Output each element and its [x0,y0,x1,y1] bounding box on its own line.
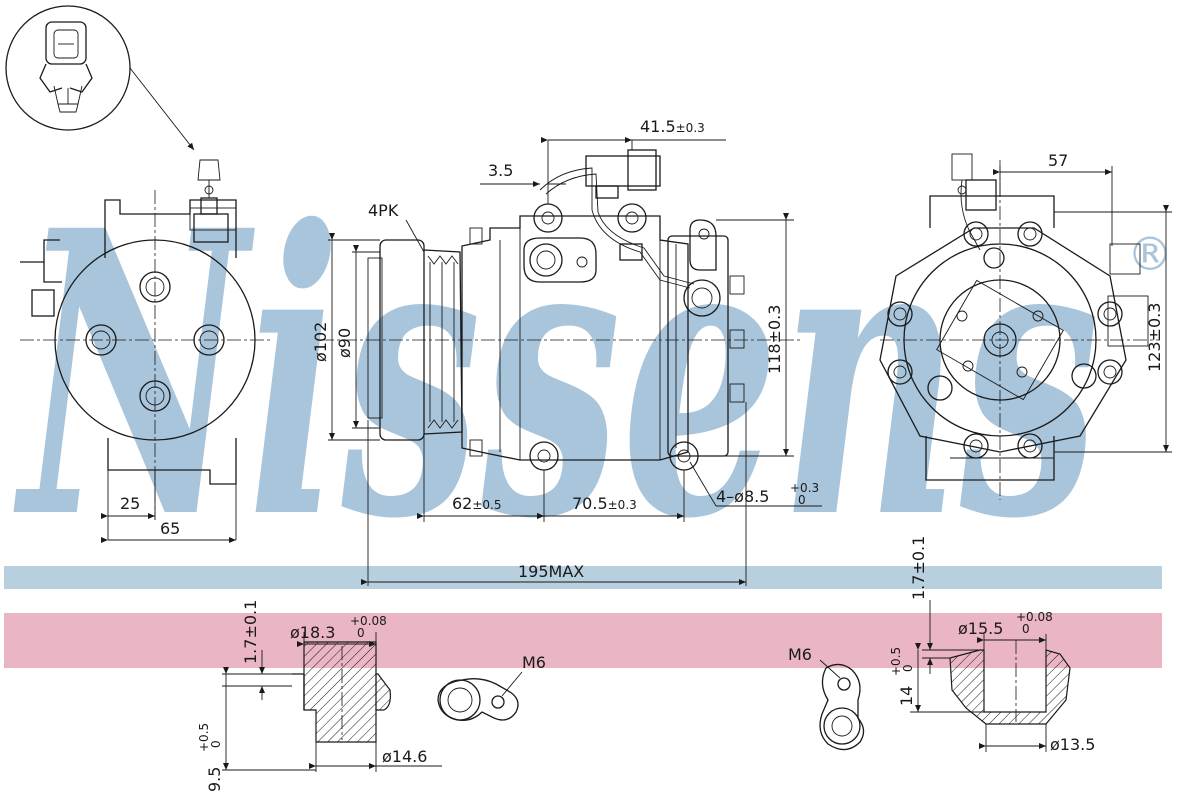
port-right-height: 14 [897,686,916,706]
port-right-dia-tol-upper: +0.08 [1016,610,1053,624]
port-right-thread: M6 [788,645,812,664]
front-view: 25 65 [20,159,270,543]
pulley-label: 4PK [368,201,399,220]
dim-side-height: 118±0.3 [765,305,784,374]
front-bolt [85,271,225,412]
dim-connector-offset: 3.5 [488,161,513,180]
dim-rear-top: 57 [1048,151,1068,170]
port-left-section: 1.7±0.1 ø18.3 +0.08 0 9.5 +0.5 0 ø14.6 [197,600,442,792]
dim-holes: 4–ø8.5 [716,487,769,506]
port-left-height: 9.5 [205,767,224,792]
connector-detail [5,5,195,151]
dim-pulley-dia: ø90 [335,328,354,358]
dim-outer-dia: ø102 [311,322,330,362]
blue-band [4,566,1162,589]
port-left-height-tol-lower: 0 [209,740,223,748]
port-right-depth: 1.7±0.1 [909,536,928,600]
port-left-height-tol-upper: +0.5 [197,723,211,752]
dim-rear-height: 123±0.3 [1145,303,1164,372]
rear-view: 57 123±0.3 [879,151,1172,500]
dim-front-width: 65 [160,519,180,538]
port-left-bore: ø14.6 [382,747,427,766]
dim-total-length: 195MAX [518,562,584,581]
dim-holes-tol-lower: 0 [798,493,806,507]
dim-holes-tol-upper: +0.3 [790,481,819,495]
port-right-section: 1.7±0.1 ø15.5 +0.08 0 14 +0.5 0 ø13.5 [889,536,1095,754]
dim-mount-right: 70.5±0.3 [572,494,637,513]
port-right-dia-tol-lower: 0 [1022,622,1030,636]
dim-connector: 41.5±0.3 [640,117,705,136]
port-right-face: M6 [788,645,865,751]
port-left-thread: M6 [522,653,546,672]
port-left-dia: ø18.3 [290,623,335,642]
port-right-height-tol-lower: 0 [901,664,915,672]
port-left-dia-tol-upper: +0.08 [350,614,387,628]
port-left-face: M6 [437,653,546,721]
rear-bolt [887,221,1123,459]
port-right-bore: ø13.5 [1050,735,1095,754]
port-left-dia-tol-lower: 0 [357,626,365,640]
dim-front-offset: 25 [120,494,140,513]
port-right-dia: ø15.5 [958,619,1003,638]
side-view: 4PK 3.5 41.5±0.3 ø102 ø90 118±0.3 62±0.5… [311,117,822,586]
dim-mount-left: 62±0.5 [452,494,502,513]
port-right-height-tol-upper: +0.5 [889,647,903,676]
port-left-depth: 1.7±0.1 [241,600,260,664]
